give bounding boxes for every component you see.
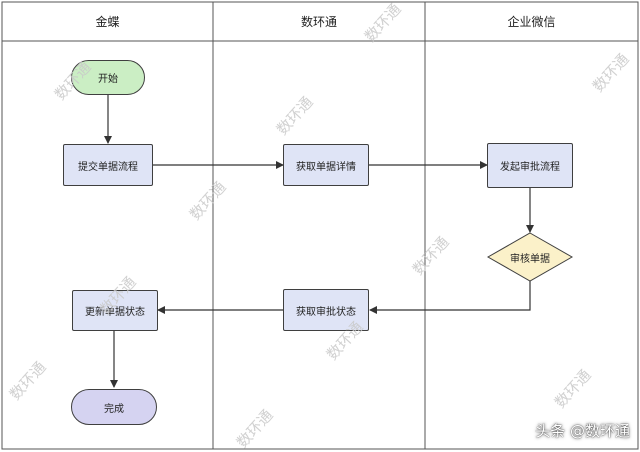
edge-review-fetchstatus xyxy=(369,281,531,314)
node-submit: 提交单据流程 xyxy=(63,144,153,186)
node-initiate-approval: 发起审批流程 xyxy=(487,143,573,188)
node-done: 完成 xyxy=(71,389,157,425)
node-review-label: 审核单据 xyxy=(510,253,550,265)
node-fetch-status: 获取审批状态 xyxy=(283,289,369,331)
node-fetch-detail: 获取单据详情 xyxy=(283,144,369,186)
lane-header-shuhuantong: 数环通 xyxy=(300,14,337,29)
node-update-status: 更新单据状态 xyxy=(72,290,158,331)
lane-header-kingdee: 金蝶 xyxy=(95,14,120,29)
node-start: 开始 xyxy=(71,60,145,95)
source-credit: 头条 @数环通 xyxy=(535,422,630,440)
lane-header-wecom: 企业微信 xyxy=(507,14,556,29)
